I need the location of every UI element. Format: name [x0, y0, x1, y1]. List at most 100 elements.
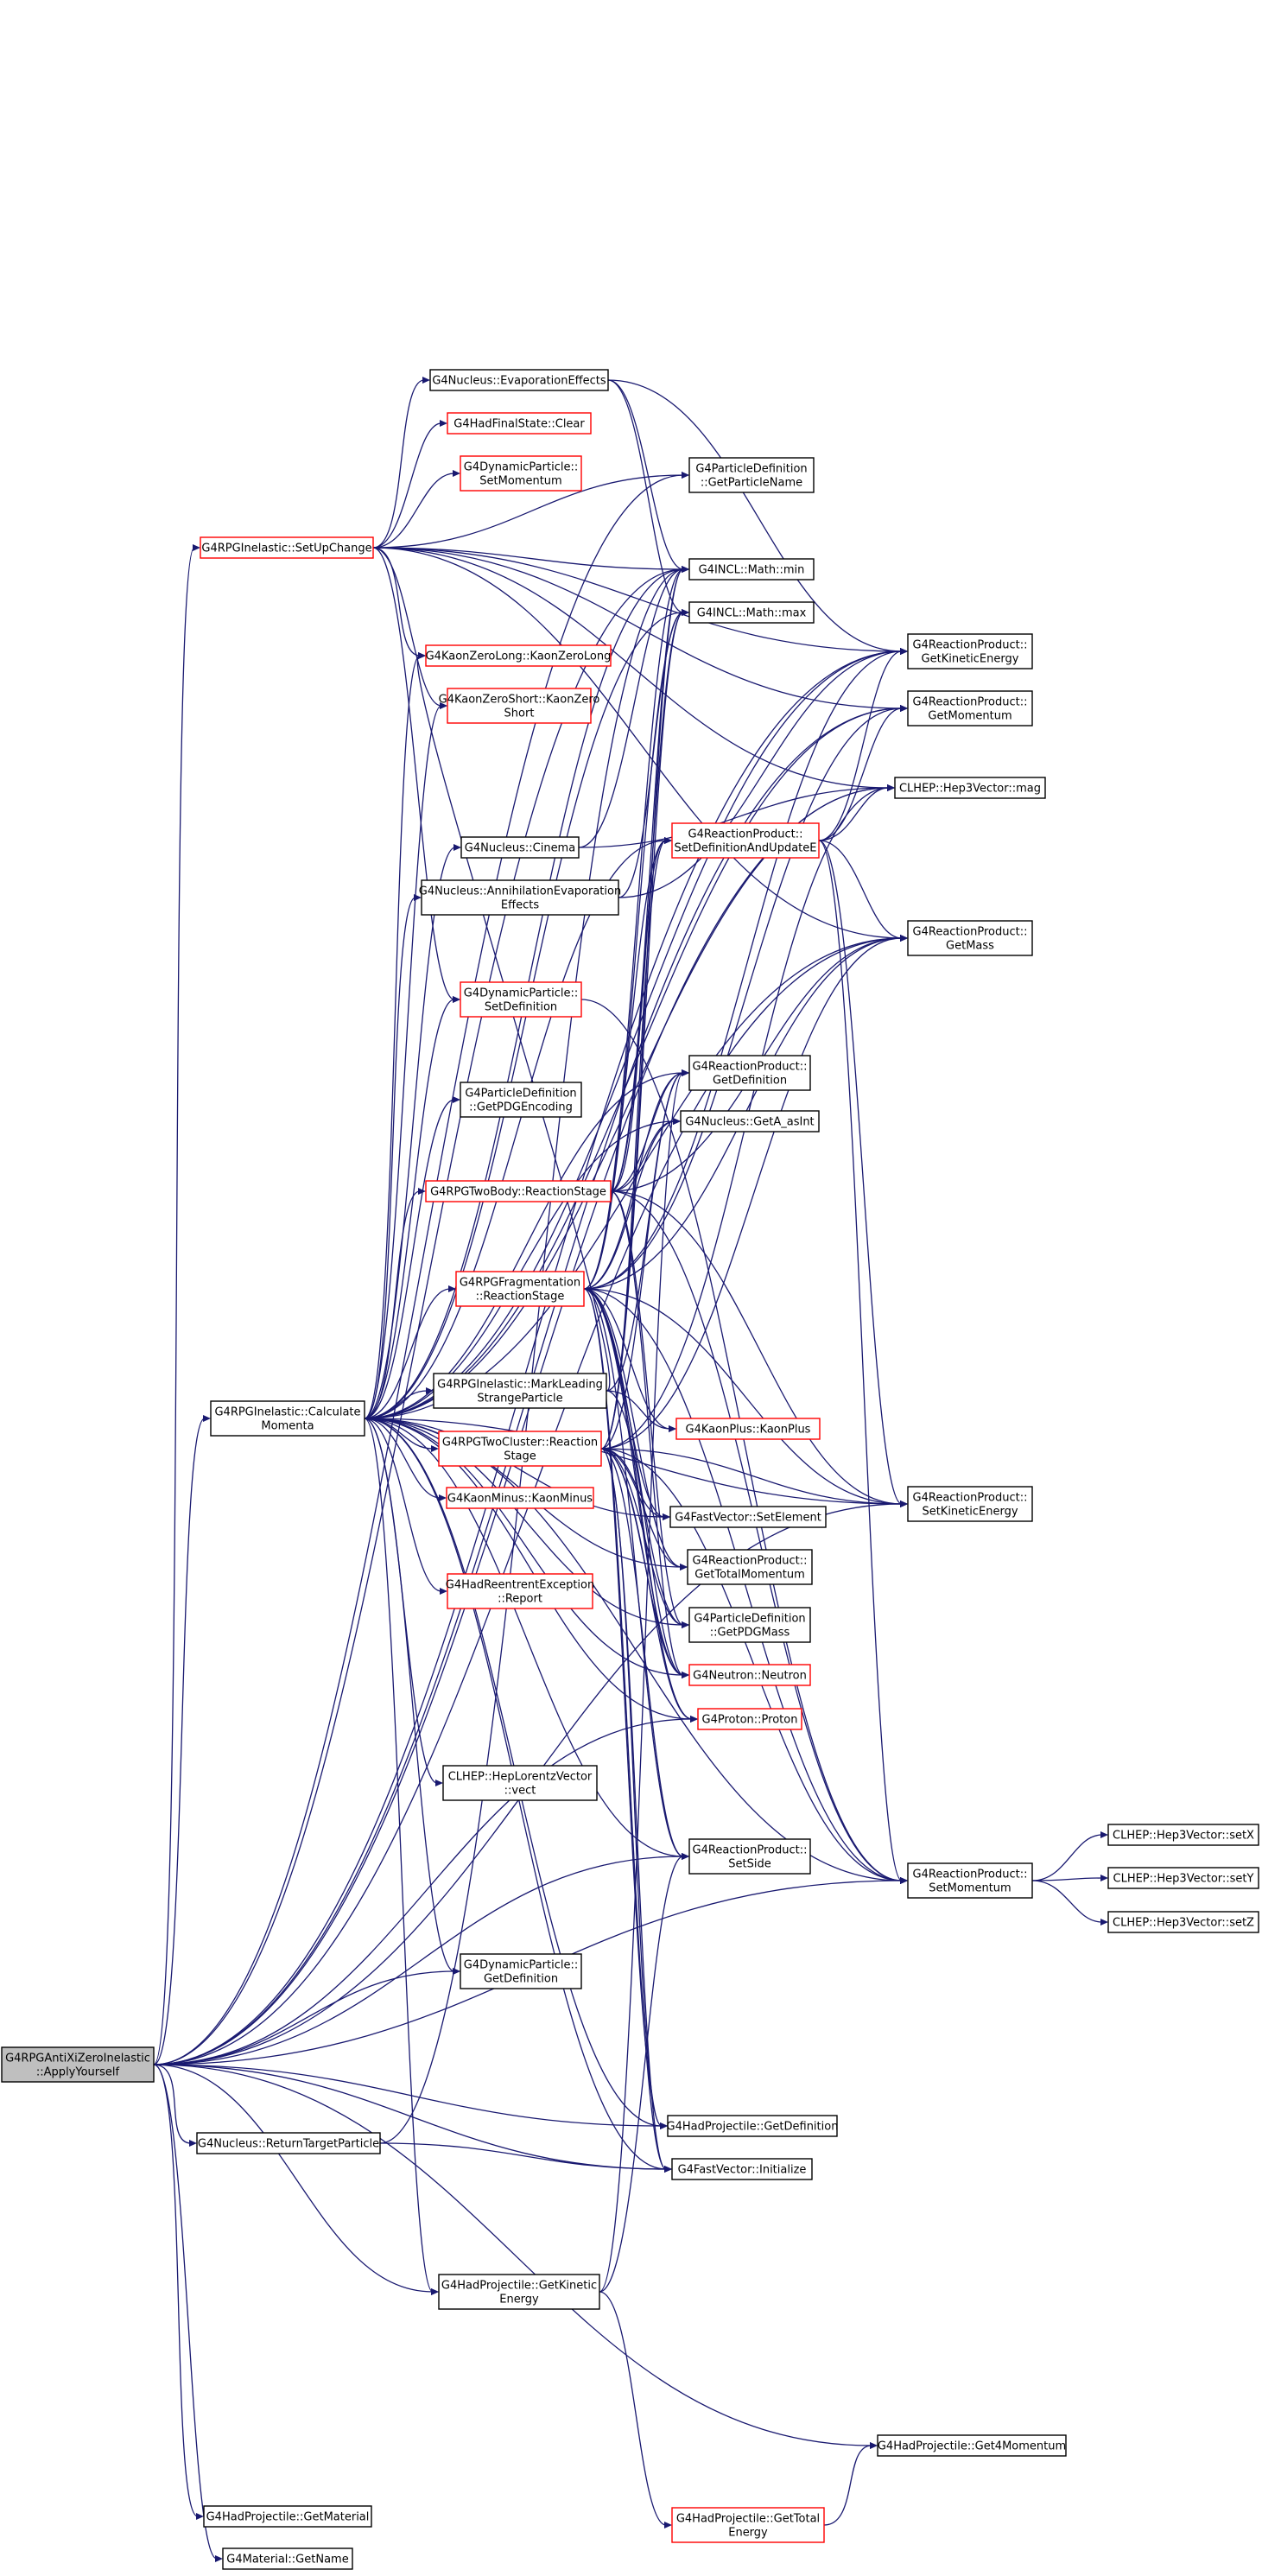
node-proton[interactable]: G4Proton::Proton	[697, 1708, 802, 1730]
node-box[interactable]	[688, 1607, 811, 1643]
node-rpTotMom[interactable]: G4ReactionProduct::GetTotalMomentum	[687, 1549, 813, 1585]
node-fvInit[interactable]: G4FastVector::Initialize	[671, 2158, 813, 2180]
node-twoCl[interactable]: G4RPGTwoCluster::ReactionStage	[438, 1431, 602, 1467]
node-rpGetMom[interactable]: G4ReactionProduct::GetMomentum	[907, 690, 1033, 726]
node-box[interactable]	[1107, 1867, 1259, 1889]
node-box[interactable]	[688, 1055, 811, 1091]
node-setZ[interactable]: CLHEP::Hep3Vector::setZ	[1107, 1911, 1259, 1933]
node-apply[interactable]: G4RPGAntiXiZeroInelastic::ApplyYourself	[1, 2046, 155, 2083]
node-box[interactable]	[438, 1431, 602, 1467]
node-box[interactable]	[421, 879, 619, 916]
node-cinema[interactable]: G4Nucleus::Cinema	[460, 836, 580, 859]
node-box[interactable]	[1, 2046, 155, 2083]
node-box[interactable]	[907, 1862, 1033, 1899]
node-box[interactable]	[460, 1082, 582, 1118]
node-box[interactable]	[210, 1400, 365, 1437]
node-box[interactable]	[688, 601, 815, 624]
node-setup[interactable]: G4RPGInelastic::SetUpChange	[200, 536, 374, 559]
node-mathMax[interactable]: G4INCL::Math::max	[688, 601, 815, 624]
node-fvSetEl[interactable]: G4FastVector::SetElement	[669, 1506, 827, 1528]
node-box[interactable]	[447, 412, 592, 435]
node-box[interactable]	[460, 836, 580, 859]
node-rpSetDefUp[interactable]: G4ReactionProduct::SetDefinitionAndUpdat…	[671, 822, 820, 859]
node-rpSetMom[interactable]: G4ReactionProduct::SetMomentum	[907, 1862, 1033, 1899]
node-box[interactable]	[203, 2505, 372, 2528]
node-box[interactable]	[688, 558, 815, 581]
node-box[interactable]	[697, 1708, 802, 1730]
node-box[interactable]	[447, 688, 592, 724]
node-kminus[interactable]: G4KaonMinus::KaonMinus	[446, 1487, 594, 1509]
node-dpSetMom[interactable]: G4DynamicParticle::SetMomentum	[460, 455, 582, 492]
node-box[interactable]	[1107, 1824, 1259, 1846]
node-box[interactable]	[442, 1765, 598, 1801]
node-box[interactable]	[894, 777, 1046, 799]
node-box[interactable]	[671, 822, 820, 859]
node-box[interactable]	[907, 690, 1033, 726]
node-box[interactable]	[425, 1180, 612, 1202]
node-hfsClear[interactable]: G4HadFinalState::Clear	[447, 412, 592, 435]
node-box[interactable]	[438, 2274, 600, 2310]
node-box[interactable]	[671, 2158, 813, 2180]
node-dpSetDef[interactable]: G4DynamicParticle::SetDefinition	[460, 981, 582, 1018]
node-frag[interactable]: G4RPGFragmentation::ReactionStage	[455, 1271, 585, 1307]
node-box[interactable]	[455, 1271, 585, 1307]
node-box[interactable]	[446, 1487, 594, 1509]
node-kplus[interactable]: G4KaonPlus::KaonPlus	[675, 1418, 821, 1440]
node-box[interactable]	[687, 1549, 813, 1585]
node-box[interactable]	[675, 1418, 821, 1440]
node-box[interactable]	[196, 2132, 381, 2154]
node-box[interactable]	[669, 1506, 827, 1528]
node-dpGetDef[interactable]: G4DynamicParticle::GetDefinition	[460, 1953, 582, 1989]
node-pdMass[interactable]: G4ParticleDefinition::GetPDGMass	[688, 1607, 811, 1643]
node-annih[interactable]: G4Nucleus::AnnihilationEvaporationEffect…	[419, 879, 621, 916]
node-hp4mom[interactable]: G4HadProjectile::Get4Momentum	[877, 2434, 1067, 2457]
node-nucA[interactable]: G4Nucleus::GetA_asInt	[680, 1110, 820, 1133]
node-setX[interactable]: CLHEP::Hep3Vector::setX	[1107, 1824, 1259, 1846]
node-box[interactable]	[200, 536, 374, 559]
node-box[interactable]	[222, 2547, 353, 2570]
node-lvVect[interactable]: CLHEP::HepLorentzVector::vect	[442, 1765, 598, 1801]
node-box[interactable]	[429, 369, 609, 391]
node-setY[interactable]: CLHEP::Hep3Vector::setY	[1107, 1867, 1259, 1889]
node-rpSetSide[interactable]: G4ReactionProduct::SetSide	[688, 1838, 811, 1875]
node-box[interactable]	[907, 920, 1033, 956]
node-markLead[interactable]: G4RPGInelastic::MarkLeadingStrangePartic…	[433, 1373, 607, 1409]
node-rpGetKin[interactable]: G4ReactionProduct::GetKineticEnergy	[907, 633, 1033, 669]
node-box[interactable]	[907, 633, 1033, 669]
node-box[interactable]	[688, 1664, 811, 1686]
node-box[interactable]	[1107, 1911, 1259, 1933]
node-box[interactable]	[460, 455, 582, 492]
node-box[interactable]	[671, 2507, 825, 2543]
node-box[interactable]	[433, 1373, 607, 1409]
node-box[interactable]	[447, 1573, 593, 1609]
node-h3mag[interactable]: CLHEP::Hep3Vector::mag	[894, 777, 1046, 799]
node-pdName[interactable]: G4ParticleDefinition::GetParticleName	[688, 457, 815, 493]
node-twoBody[interactable]: G4RPGTwoBody::ReactionStage	[425, 1180, 612, 1202]
node-rpGetMass[interactable]: G4ReactionProduct::GetMass	[907, 920, 1033, 956]
node-box[interactable]	[460, 981, 582, 1018]
node-mathMin[interactable]: G4INCL::Math::min	[688, 558, 815, 581]
node-hpKin[interactable]: G4HadProjectile::GetKineticEnergy	[438, 2274, 600, 2310]
node-box[interactable]	[877, 2434, 1067, 2457]
node-box[interactable]	[425, 644, 612, 667]
node-hpGetDef[interactable]: G4HadProjectile::GetDefinition	[667, 2115, 839, 2137]
node-reentrant[interactable]: G4HadReentrentException::Report	[446, 1573, 595, 1609]
node-kzs[interactable]: G4KaonZeroShort::KaonZeroShort	[439, 688, 600, 724]
node-evap[interactable]: G4Nucleus::EvaporationEffects	[429, 369, 609, 391]
node-box[interactable]	[907, 1486, 1033, 1522]
node-retTP[interactable]: G4Nucleus::ReturnTargetParticle	[196, 2132, 381, 2154]
node-matName[interactable]: G4Material::GetName	[222, 2547, 353, 2570]
node-box[interactable]	[460, 1953, 582, 1989]
node-hpMat[interactable]: G4HadProjectile::GetMaterial	[203, 2505, 372, 2528]
node-box[interactable]	[688, 457, 815, 493]
node-box[interactable]	[667, 2115, 838, 2137]
node-box[interactable]	[688, 1838, 811, 1875]
node-rpSetKin[interactable]: G4ReactionProduct::SetKineticEnergy	[907, 1486, 1033, 1522]
node-box[interactable]	[680, 1110, 820, 1133]
node-pdEnc[interactable]: G4ParticleDefinition::GetPDGEncoding	[460, 1082, 582, 1118]
node-kzl[interactable]: G4KaonZeroLong::KaonZeroLong	[425, 644, 612, 667]
node-rpGetDef[interactable]: G4ReactionProduct::GetDefinition	[688, 1055, 811, 1091]
node-neutron[interactable]: G4Neutron::Neutron	[688, 1664, 811, 1686]
